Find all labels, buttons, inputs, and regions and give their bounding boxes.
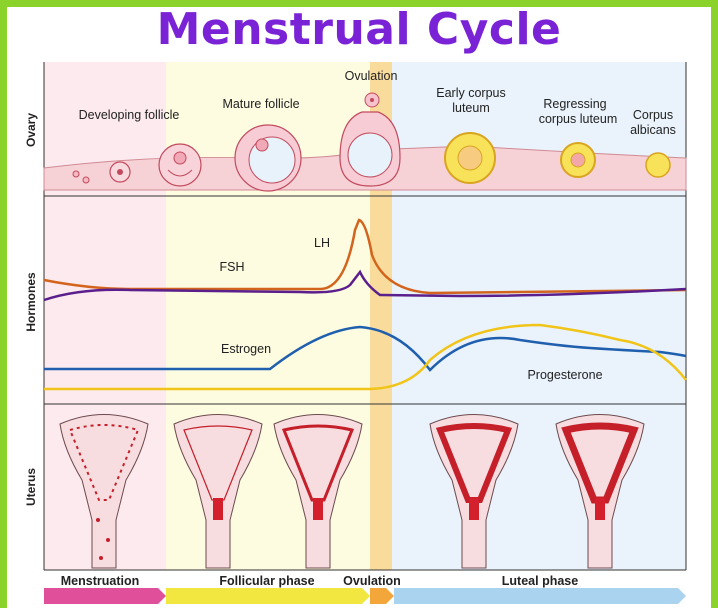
label-ovulation: Ovulation xyxy=(345,69,398,83)
label-mature-follicle: Mature follicle xyxy=(222,97,299,111)
row-label-uterus: Uterus xyxy=(24,468,38,506)
follicular-arrow xyxy=(166,588,370,604)
luteal-arrow xyxy=(394,588,686,604)
ovulating-follicle xyxy=(339,92,401,187)
label-lh: LH xyxy=(314,236,330,250)
phase-label-menstruation: Menstruation xyxy=(61,574,139,588)
uterus-late-luteal xyxy=(555,414,645,569)
phase-label-ovulation: Ovulation xyxy=(343,574,401,588)
label-albicans-line2: albicans xyxy=(630,123,676,137)
regressing-corpus-luteum xyxy=(560,142,596,178)
progesterone-curve xyxy=(44,323,687,391)
corpus-albicans xyxy=(645,152,671,178)
phase-label-follicular: Follicular phase xyxy=(219,574,314,588)
label-early-corpus-line1: Early corpus xyxy=(436,86,505,100)
row-label-hormones: Hormones xyxy=(24,272,38,332)
label-estrogen: Estrogen xyxy=(221,342,271,356)
mature-follicle xyxy=(234,124,302,192)
ovulation-arrow xyxy=(370,588,394,604)
fsh-curve xyxy=(43,269,687,302)
lh-curve xyxy=(43,218,687,295)
luteal-band xyxy=(392,62,686,570)
phase-label-luteal: Luteal phase xyxy=(502,574,578,588)
page-title: Menstrual Cycle xyxy=(156,4,562,55)
label-early-corpus-line2: luteum xyxy=(452,101,490,115)
row-label-ovary: Ovary xyxy=(24,113,38,147)
uterus-late-follicular xyxy=(273,414,363,569)
menstruation-arrow xyxy=(44,588,166,604)
early-corpus-luteum xyxy=(444,132,496,184)
label-regressing-line2: corpus luteum xyxy=(539,112,618,126)
uterus-menstruation xyxy=(59,414,149,569)
uterus-early-luteal xyxy=(429,414,519,569)
secondary-follicle xyxy=(158,143,202,187)
primary-follicle xyxy=(109,161,131,183)
uterus-early-follicular xyxy=(173,414,263,569)
label-fsh: FSH xyxy=(220,260,245,274)
label-regressing-line1: Regressing xyxy=(543,97,606,111)
primordial-follicle xyxy=(72,170,90,184)
label-developing-follicle: Developing follicle xyxy=(79,108,180,122)
label-progesterone: Progesterone xyxy=(527,368,602,382)
label-albicans-line1: Corpus xyxy=(633,108,673,122)
